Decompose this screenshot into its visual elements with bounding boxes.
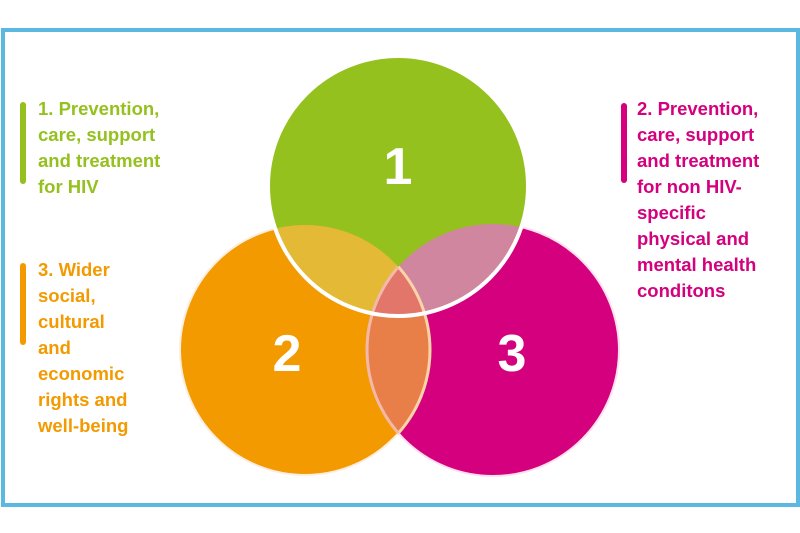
circle-1-number: 1 [384,138,413,196]
overlap-green-magenta [367,224,528,316]
label-line: specific [637,202,706,223]
label-line: 1. Prevention, [38,98,160,119]
label-line: and treatment [637,150,760,171]
label-social-rights: 3. Wider social, cultural and economic r… [38,257,128,439]
label-line: for HIV [38,176,99,197]
label-line: cultural [38,311,105,332]
green-label-bar [20,102,26,184]
label-line: social, [38,285,96,306]
label-line: for non HIV- [637,176,742,197]
orange-circle-outline [367,224,432,476]
label-line: care, support [637,124,755,145]
magenta-circle-outline [365,225,430,475]
label-line: and treatment [38,150,161,171]
label-non-hiv-health: 2. Prevention, care, support and treatme… [637,96,759,304]
label-line: well-being [38,415,129,436]
label-line: and [38,337,71,358]
magenta-label-bar [621,103,627,183]
overlap-green-orange [268,225,430,316]
label-line: physical and [637,228,750,249]
label-line: conditons [637,280,726,301]
orange-label-bar [20,263,26,345]
label-line: rights and [38,389,128,410]
label-line: 2. Prevention, [637,98,759,119]
circle-3-number: 3 [498,325,527,383]
circle-2-number: 2 [273,325,302,383]
label-line: economic [38,363,125,384]
label-line: care, support [38,124,156,145]
label-line: 3. Wider [38,259,110,280]
label-line: mental health [637,254,757,275]
green-circle-outline [266,54,530,318]
label-hiv-care: 1. Prevention, care, support and treatme… [38,96,160,200]
